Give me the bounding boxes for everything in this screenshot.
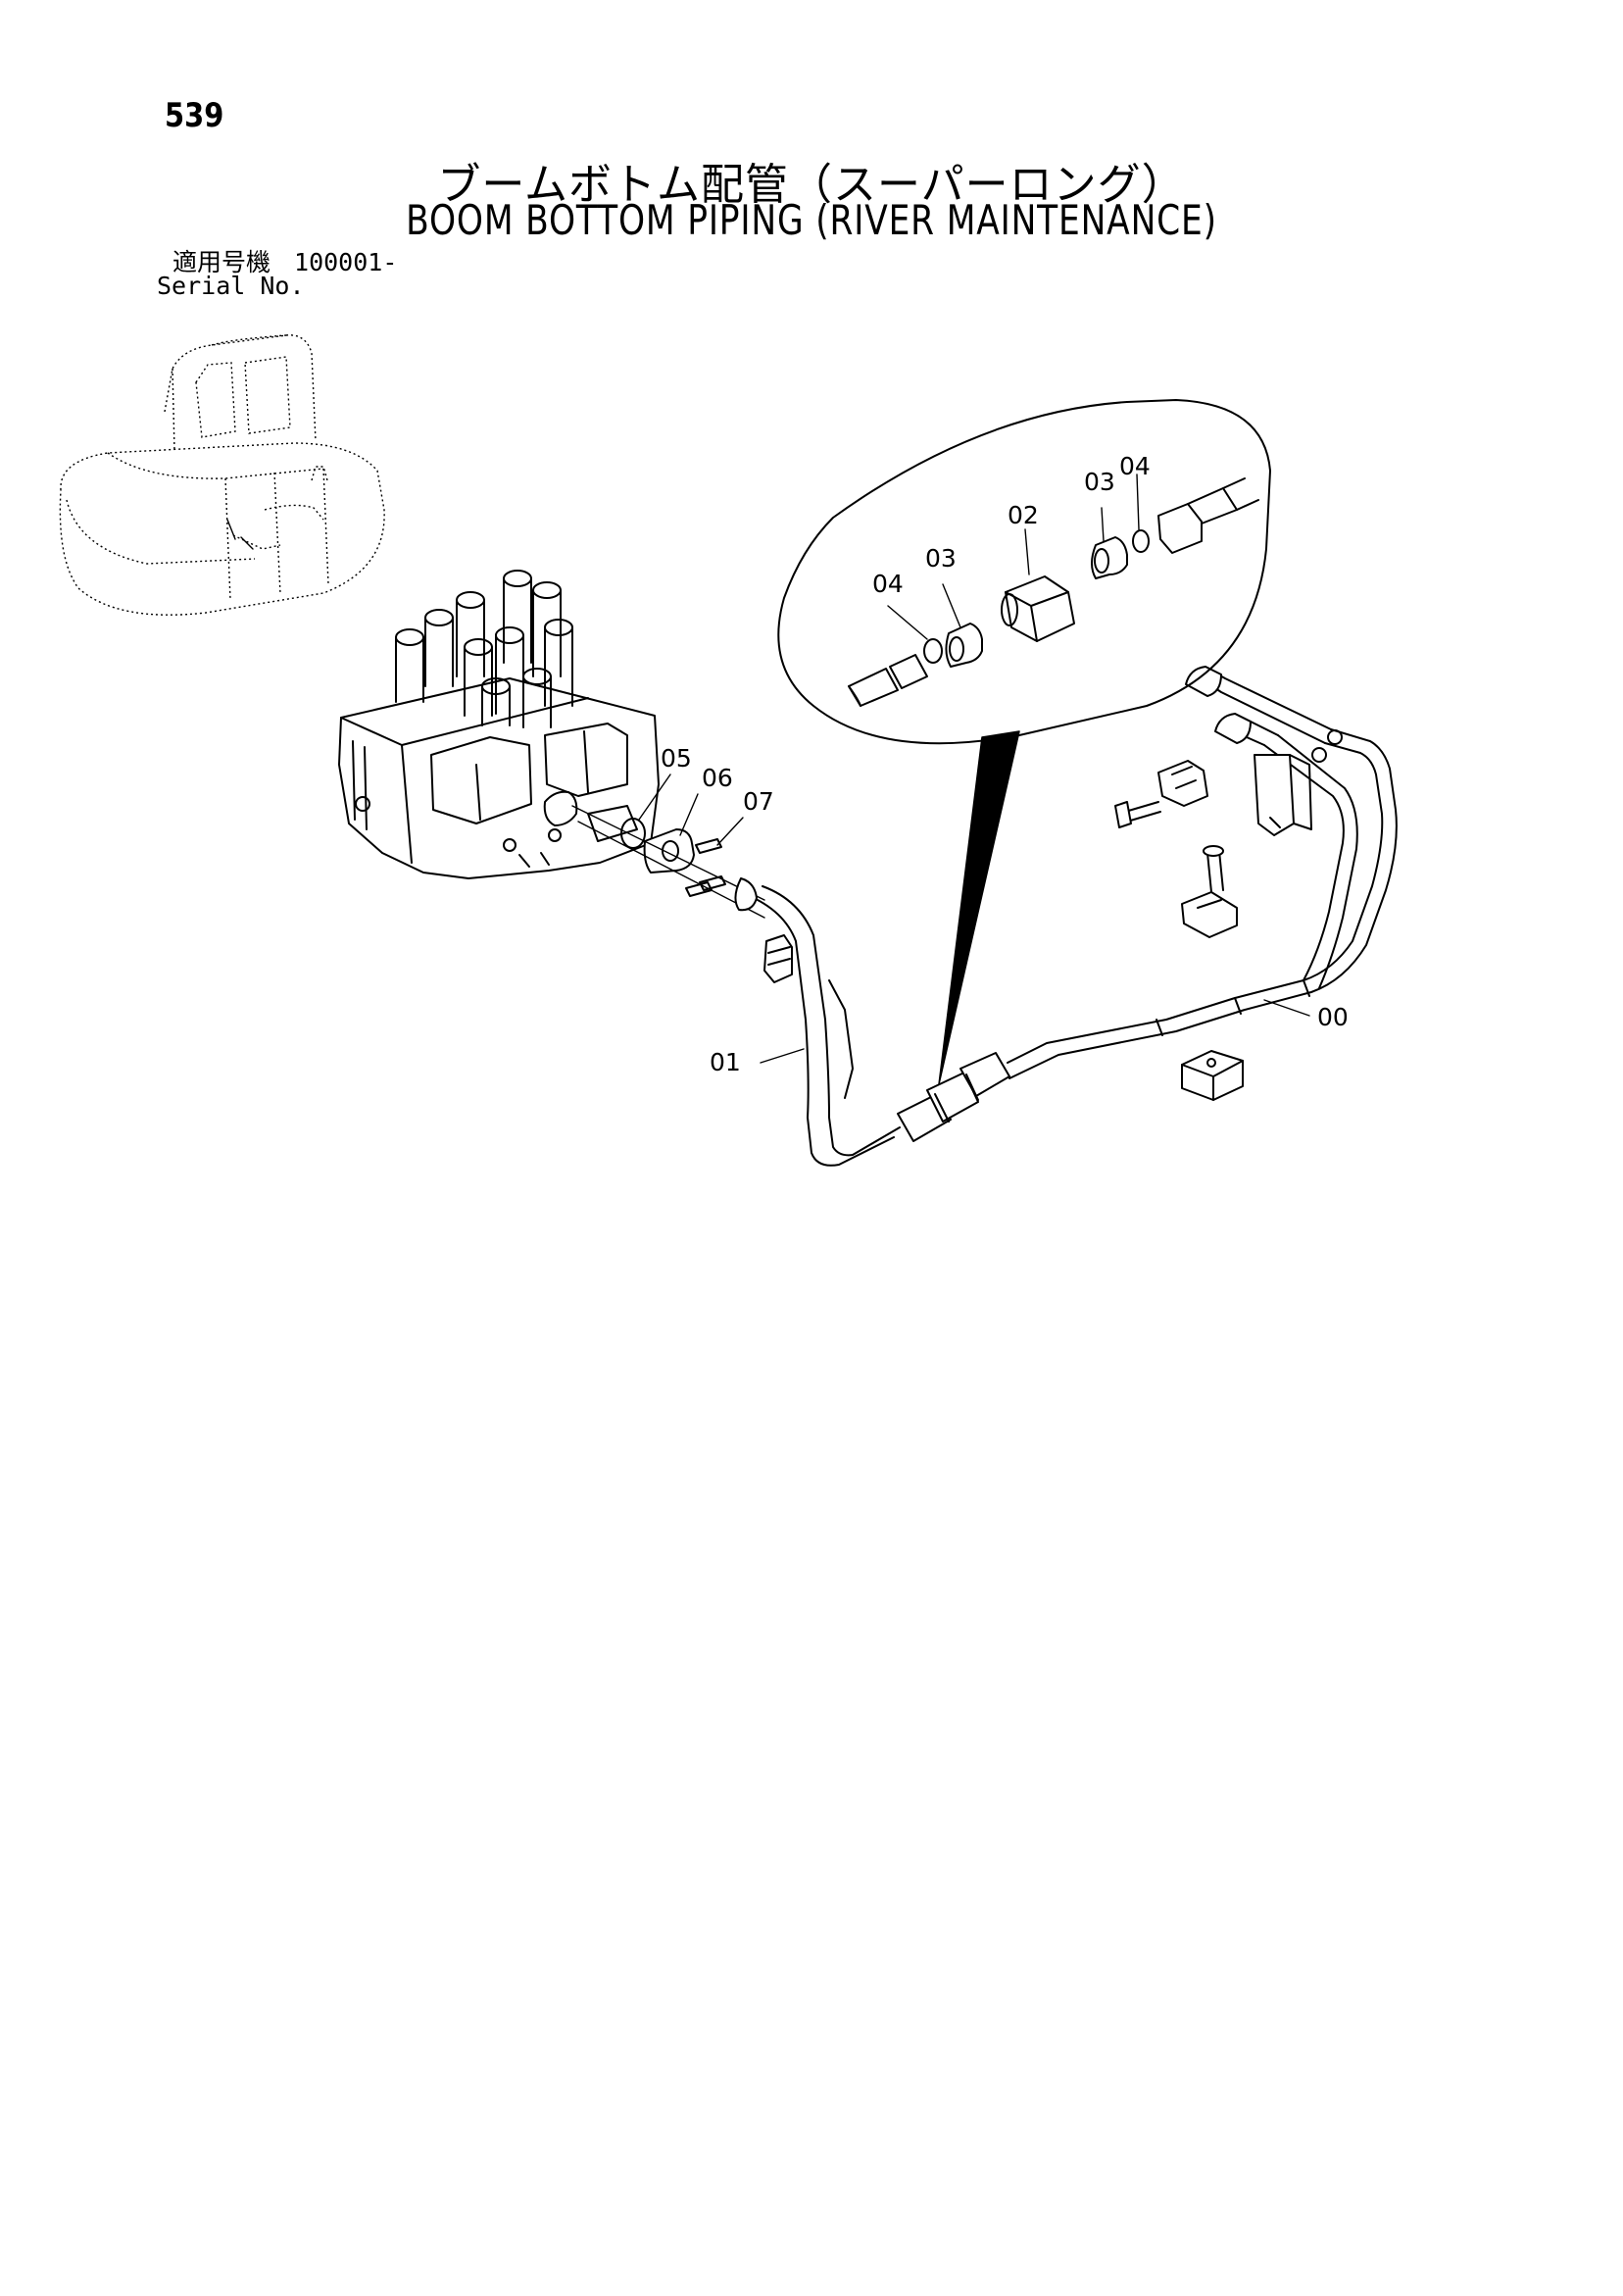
page-title-japanese: ブームボトム配管（スーパーロング） [437, 160, 1186, 210]
excavator-overview-illustration [59, 334, 385, 616]
detail-view-balloon [777, 399, 1271, 1085]
callout-02: 02 [1008, 501, 1039, 529]
callout-leader-lines [638, 474, 1310, 1064]
callout-00: 00 [1317, 1003, 1349, 1031]
serial-row-japanese: 適用号機 100001- [157, 248, 398, 276]
callout-labels: 00 01 02 03 03 04 04 05 06 07 [661, 452, 1349, 1076]
callout-01: 01 [710, 1048, 741, 1076]
callout-04-left: 04 [872, 570, 904, 598]
flange-parts [571, 805, 765, 919]
serial-number-block: 適用号機 100001- Serial No. [157, 248, 398, 300]
callout-03-left: 03 [925, 544, 957, 573]
o-ring-05 [620, 818, 646, 849]
callout-03-right: 03 [1084, 468, 1115, 496]
mounting-brackets [1114, 754, 1312, 1101]
serial-label-japanese: 適用号機 [172, 248, 271, 276]
pipe-00 [1007, 666, 1398, 1079]
callout-06: 06 [702, 764, 733, 792]
union-joint-assembled [897, 1052, 1010, 1142]
page-number: 539 [165, 96, 224, 135]
pipe-01 [734, 877, 901, 1167]
serial-label-english: Serial No. [157, 272, 305, 300]
callout-05: 05 [661, 744, 692, 773]
callout-07: 07 [743, 787, 774, 816]
control-valve-illustration [338, 570, 660, 879]
page-title-english: BOOM BOTTOM PIPING (RIVER MAINTENANCE) [406, 196, 1217, 244]
serial-value: 100001- [294, 248, 398, 276]
callout-04-right: 04 [1119, 452, 1151, 480]
